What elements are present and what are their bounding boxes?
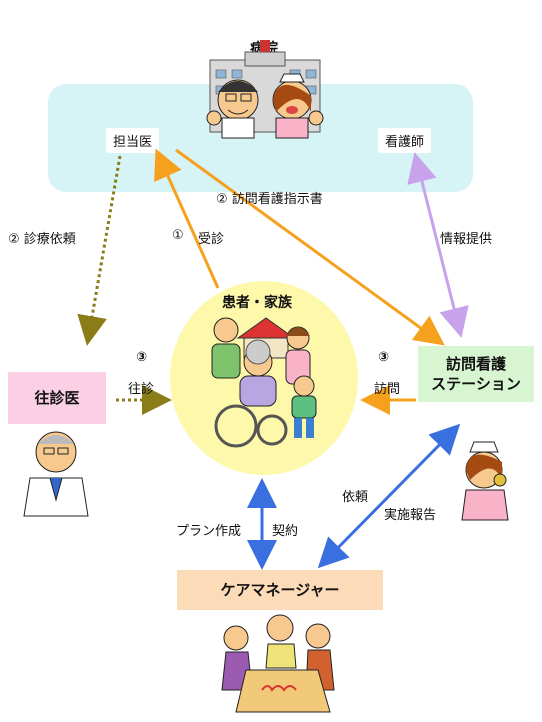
- contract-label: 契約: [272, 524, 299, 539]
- doctor-and-nurse-icon: [206, 73, 324, 139]
- home-visit-number: ③: [136, 350, 148, 365]
- request-label: 依頼: [342, 490, 369, 505]
- home-doctor-icon: [23, 431, 89, 517]
- request-home-visit-label: ② 診療依頼: [8, 232, 76, 247]
- visit-number: ③: [378, 350, 390, 365]
- family-icon: [211, 317, 317, 448]
- home-doctor-node: 往診医: [8, 372, 106, 424]
- home-doctor-label: 往診医: [34, 388, 80, 407]
- arrow-request-home-visit: [77, 155, 122, 346]
- info-label: 情報提供: [440, 232, 493, 247]
- care-manager-node: ケアマネージャー: [177, 570, 383, 610]
- station-node: 訪問看護 ステーション: [418, 346, 534, 402]
- arrow-request-report: [317, 423, 461, 569]
- arrow-instruction: [175, 148, 445, 346]
- care-manager-label: ケアマネージャー: [220, 580, 340, 599]
- home-visit-label: 往診: [128, 382, 155, 397]
- nurse-node: 看護師: [378, 128, 432, 153]
- instruction-label: ② 訪問看護指示書: [216, 192, 323, 207]
- report-label: 実施報告: [384, 508, 437, 523]
- station-label-line1: 訪問看護: [445, 354, 506, 373]
- phone-nurse-icon: [461, 441, 509, 521]
- plan-label: プラン作成: [176, 524, 242, 539]
- visit-label: 訪問: [374, 382, 401, 397]
- patient-node: 患者・家族: [222, 295, 292, 311]
- arrow-consult: [154, 148, 220, 289]
- consult-label: 受診: [198, 232, 225, 247]
- arrow-info: [407, 152, 469, 338]
- consult-number: ①: [172, 228, 184, 243]
- care-meeting-icon: [221, 614, 335, 713]
- station-label-line2: ステーション: [431, 375, 521, 393]
- doctor-node: 担当医: [106, 128, 160, 153]
